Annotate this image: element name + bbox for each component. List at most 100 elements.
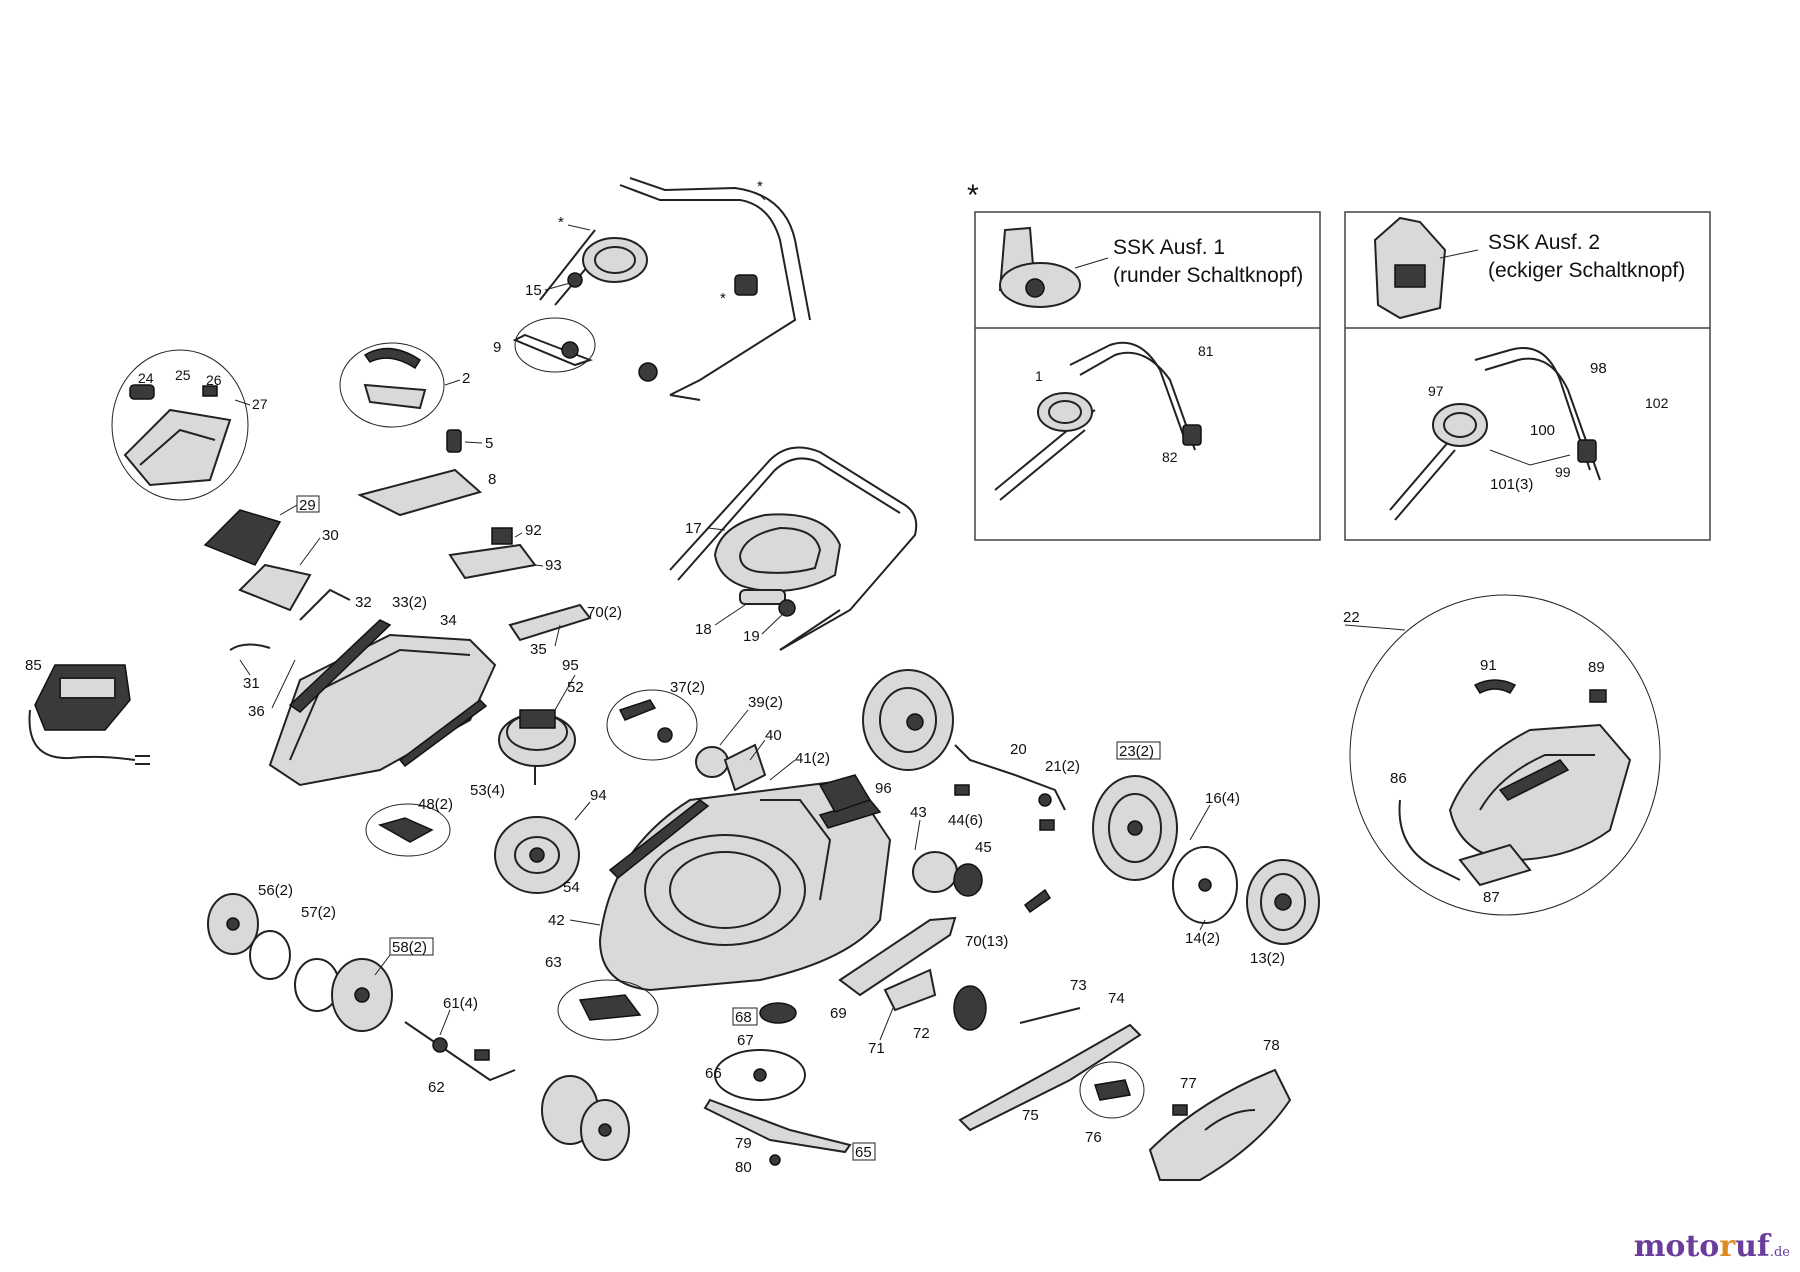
wheel-rear-top [862, 669, 954, 771]
label-65: 65 [855, 1144, 872, 1161]
label-star-switch: * [720, 290, 726, 307]
label-76: 76 [1085, 1129, 1102, 1146]
inset-2-label-97: 97 [1428, 383, 1444, 399]
label-70a: 70(2) [587, 604, 622, 621]
label-54: 54 [563, 879, 580, 896]
part-2-group [339, 342, 445, 428]
label-32: 32 [355, 594, 372, 611]
label-53: 53(4) [470, 782, 505, 799]
part-23-wheel [1092, 775, 1178, 881]
label-86: 86 [1390, 770, 1407, 787]
label-94: 94 [590, 787, 607, 804]
inset-2-label-99: 99 [1555, 464, 1571, 480]
part-20-axle [954, 744, 1066, 831]
label-67: 67 [737, 1032, 754, 1049]
label-30: 30 [322, 527, 339, 544]
part-75-flap [958, 1023, 1142, 1132]
part-48 [365, 803, 451, 857]
brand-tld: .de [1769, 1245, 1790, 1260]
label-19: 19 [743, 628, 760, 645]
part-63 [557, 979, 659, 1041]
label-15: 15 [525, 282, 542, 299]
inset-2-subtitle: (eckiger Schaltknopf) [1488, 259, 1685, 282]
part-8 [357, 468, 483, 517]
brand-part2: r [1719, 1229, 1736, 1264]
label-23: 23(2) [1119, 743, 1154, 760]
label-8: 8 [488, 471, 496, 488]
label-68: 68 [735, 1009, 752, 1026]
label-22: 22 [1343, 609, 1360, 626]
part-34-housing [229, 588, 497, 787]
label-56: 56(2) [258, 882, 293, 899]
part-14-disc [1172, 846, 1238, 924]
label-95: 95 [562, 657, 579, 674]
label-70b: 70(13) [965, 933, 1008, 950]
inset-1-subtitle: (runder Schaltknopf) [1113, 264, 1303, 287]
part-56-hubcap [207, 893, 259, 955]
brand-part3: uf [1735, 1229, 1770, 1264]
label-66: 66 [705, 1065, 722, 1082]
upper-handle [512, 177, 811, 401]
label-9: 9 [493, 339, 501, 356]
label-44: 44(6) [948, 812, 983, 829]
part-71 [883, 968, 937, 1012]
label-35: 35 [530, 641, 547, 658]
label-52: 52 [567, 679, 584, 696]
label-58: 58(2) [392, 939, 427, 956]
label-40: 40 [765, 727, 782, 744]
label-61: 61(4) [443, 995, 478, 1012]
label-27: 27 [252, 396, 268, 412]
detail-22: 22 91 89 86 87 [1343, 594, 1661, 916]
part-45 [912, 851, 1052, 914]
lower-handle [669, 446, 918, 651]
part-66-fan [714, 1049, 806, 1101]
inset-2-label-100: 100 [1530, 422, 1555, 439]
inset-1-label-1: 1 [1035, 368, 1043, 384]
label-17: 17 [685, 520, 702, 537]
label-92: 92 [525, 522, 542, 539]
inset-1-label-81: 81 [1198, 343, 1214, 359]
label-73: 73 [1070, 977, 1087, 994]
part-96 [818, 774, 872, 813]
label-2: 2 [462, 370, 470, 387]
label-43: 43 [910, 804, 927, 821]
label-14: 14(2) [1185, 930, 1220, 947]
label-31: 31 [243, 675, 260, 692]
part-76 [1079, 1061, 1145, 1119]
part-68 [759, 1002, 797, 1024]
label-34: 34 [440, 612, 457, 629]
label-5: 5 [485, 435, 493, 452]
part-85-charger [28, 664, 150, 765]
part-37-group [606, 689, 767, 792]
part-58-wheel [294, 958, 393, 1032]
part-13-hubcap [1246, 859, 1320, 945]
label-star-handle: * [757, 178, 763, 195]
label-87: 87 [1483, 889, 1500, 906]
inset-2-label-101: 101(3) [1490, 476, 1533, 493]
label-77: 77 [1180, 1075, 1197, 1092]
label-79: 79 [735, 1135, 752, 1152]
label-37: 37(2) [670, 679, 705, 696]
label-48: 48(2) [418, 796, 453, 813]
part-92-93 [448, 527, 537, 580]
part-29 [203, 509, 282, 566]
part-78-guard [1148, 1068, 1292, 1181]
label-42: 42 [548, 912, 565, 929]
label-41: 41(2) [795, 750, 830, 767]
label-18: 18 [695, 621, 712, 638]
wheel-front-lower [541, 1075, 630, 1161]
part-35 [508, 603, 592, 642]
inset-2-label-98: 98 [1590, 360, 1607, 377]
part-27-group [111, 349, 249, 501]
part-73-spring [1019, 1007, 1081, 1024]
part-30 [238, 563, 312, 612]
brand-part1: moto [1633, 1229, 1720, 1264]
label-57: 57(2) [301, 904, 336, 921]
part-69 [838, 916, 957, 997]
inset-1-title: SSK Ausf. 1 [1113, 236, 1225, 259]
part-42-deck [598, 778, 892, 992]
label-13: 13(2) [1250, 950, 1285, 967]
label-85: 85 [25, 657, 42, 674]
label-63: 63 [545, 954, 562, 971]
part-52-motor [498, 709, 576, 785]
